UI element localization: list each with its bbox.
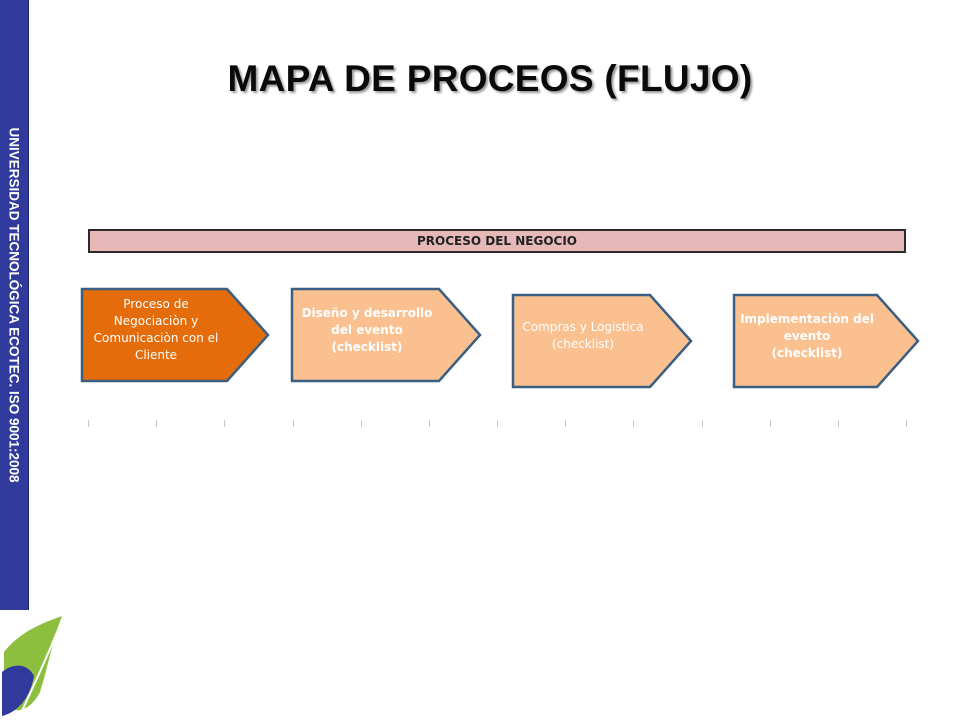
timeline-tick	[906, 420, 907, 427]
process-step: Proceso de Negociaciòn y Comunicaciòn co…	[80, 287, 270, 383]
process-steps: Proceso de Negociaciòn y Comunicaciòn co…	[0, 280, 960, 440]
timeline-axis	[88, 420, 907, 430]
timeline-tick	[429, 420, 430, 427]
timeline-tick	[293, 420, 294, 427]
process-step-label: Compras y Logistica (checklist)	[522, 320, 644, 351]
process-step-label: Proceso de Negociaciòn y Comunicaciòn co…	[93, 297, 219, 362]
page-title: MAPA DE PROCEOS (FLUJO)	[227, 58, 753, 99]
timeline-tick	[770, 420, 771, 427]
process-step: Compras y Logistica (checklist)	[511, 293, 693, 389]
timeline-tick	[88, 420, 89, 427]
timeline-tick	[156, 420, 157, 427]
chevron-shape	[80, 287, 270, 383]
leaf-logo-icon	[2, 616, 63, 717]
process-step-label: Diseño y desarrollo del evento (checklis…	[301, 305, 433, 354]
timeline-tick	[838, 420, 839, 427]
chevron-shape	[732, 293, 920, 389]
timeline-tick	[497, 420, 498, 427]
process-step: Diseño y desarrollo del evento (checklis…	[290, 287, 482, 383]
chevron-shape	[290, 287, 482, 383]
timeline-tick	[224, 420, 225, 427]
process-step: Implementaciòn del evento (checklist)	[732, 293, 920, 389]
timeline-tick	[565, 420, 566, 427]
timeline-tick	[361, 420, 362, 427]
process-header: PROCESO DEL NEGOCIO	[88, 229, 906, 253]
side-banner: UNIVERSIDAD TECNOLÓGICA ECOTEC. ISO 9001…	[0, 0, 29, 610]
timeline-tick	[633, 420, 634, 427]
chevron-shape	[511, 293, 693, 389]
timeline-tick	[702, 420, 703, 427]
process-step-label: Implementaciòn del evento (checklist)	[740, 311, 874, 360]
